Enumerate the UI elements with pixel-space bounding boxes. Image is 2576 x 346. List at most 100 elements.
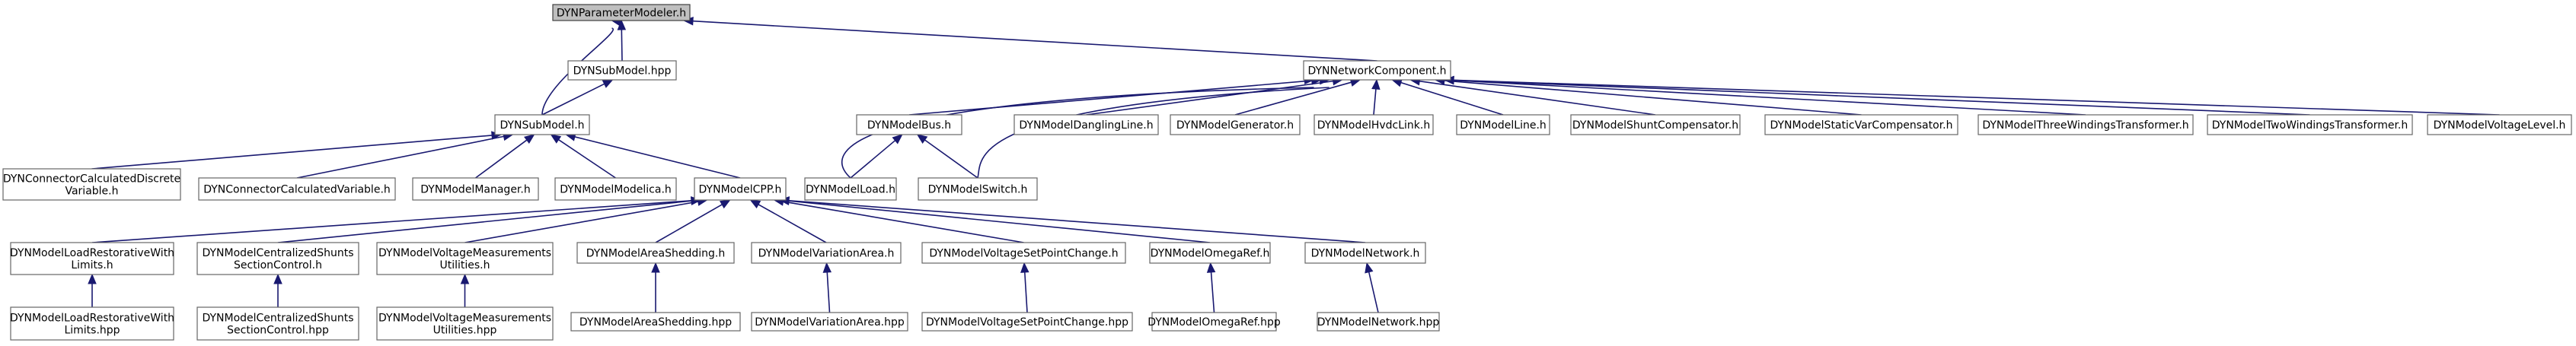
node-box xyxy=(376,242,554,275)
edge-areaShedH-to-modelCPP xyxy=(655,199,731,243)
node-voltSetHpp[interactable]: DYNModelVoltageSetPointChange.hpp xyxy=(921,312,1133,332)
node-box xyxy=(856,114,962,135)
node-box xyxy=(1977,114,2194,135)
node-box xyxy=(576,242,735,264)
node-networkH[interactable]: DYNModelNetwork.h xyxy=(1304,242,1426,264)
node-shuntComp[interactable]: DYNModelShuntCompensator.h xyxy=(1570,114,1741,135)
node-label: DYNNetworkComponent.h xyxy=(1307,65,1446,78)
node-label: DYNModelNetwork.h xyxy=(1311,248,1420,260)
edge-loadRestH-to-modelCPP xyxy=(91,196,702,243)
node-subModelHpp[interactable]: DYNSubModel.hpp xyxy=(567,60,677,81)
node-box xyxy=(1317,312,1440,332)
node-box xyxy=(376,306,554,341)
node-box xyxy=(2427,114,2572,135)
node-label: DYNModelStaticVarCompensator.h xyxy=(1770,119,1952,132)
node-label: Variable.h xyxy=(65,186,118,198)
node-box xyxy=(1456,114,1550,135)
node-centralH[interactable]: DYNModelCentralizedShuntsSectionControl.… xyxy=(196,242,359,275)
node-box xyxy=(10,242,174,275)
node-label: Limits.hpp xyxy=(64,325,120,337)
node-areaShedH[interactable]: DYNModelAreaShedding.h xyxy=(576,242,735,264)
edge-modelLoad-to-modelBus xyxy=(850,134,903,179)
node-label: DYNModelLoadRestorativeWith xyxy=(10,247,174,259)
edge-connCalc-to-subModelH xyxy=(296,132,514,179)
node-voltSetH[interactable]: DYNModelVoltageSetPointChange.h xyxy=(921,242,1126,264)
arrowhead xyxy=(822,262,832,273)
node-label: SectionControl.h xyxy=(234,259,322,271)
node-box xyxy=(567,60,677,81)
node-networkHpp[interactable]: DYNModelNetwork.hpp xyxy=(1317,312,1440,332)
node-staticVar[interactable]: DYNModelStaticVarCompensator.h xyxy=(1764,114,1958,135)
node-areaShedHpp[interactable]: DYNModelAreaShedding.hpp xyxy=(570,312,741,332)
node-connCalc[interactable]: DYNConnectorCalculatedVariable.h xyxy=(198,177,396,201)
node-generator[interactable]: DYNModelGenerator.h xyxy=(1170,114,1301,135)
node-line[interactable]: DYNModelLine.h xyxy=(1456,114,1550,135)
arrowhead xyxy=(460,273,470,284)
node-box xyxy=(1764,114,1958,135)
node-box xyxy=(1570,114,1741,135)
node-omegaHpp[interactable]: DYNModelOmegaRef.hpp xyxy=(1148,312,1281,332)
node-modelCPP[interactable]: DYNModelCPP.h xyxy=(694,177,787,201)
node-box xyxy=(1170,114,1301,135)
node-box xyxy=(552,4,691,21)
arrowhead xyxy=(892,134,903,144)
node-modelManager[interactable]: DYNModelManager.h xyxy=(412,177,539,201)
node-box xyxy=(570,312,741,332)
node-label: DYNModelOmegaRef.hpp xyxy=(1148,316,1281,329)
node-voltageLevel[interactable]: DYNModelVoltageLevel.h xyxy=(2427,114,2572,135)
node-label: DYNModelShuntCompensator.h xyxy=(1572,119,1738,132)
arrowhead xyxy=(1020,262,1029,273)
edge-hvdcLink-to-networkComponent xyxy=(1371,78,1381,116)
node-hvdcLink[interactable]: DYNModelHvdcLink.h xyxy=(1314,114,1434,135)
node-label: DYNConnectorCalculatedVariable.h xyxy=(203,184,391,196)
node-label: DYNModelAreaShedding.hpp xyxy=(579,316,732,329)
edge-modelCPP-to-subModelH xyxy=(564,132,741,179)
node-label: DYNParameterModeler.h xyxy=(557,8,686,20)
node-modelModelica[interactable]: DYNModelModelica.h xyxy=(554,177,677,201)
node-twoWind[interactable]: DYNModelTwoWindingsTransformer.h xyxy=(2207,114,2413,135)
node-label: DYNModelLoadRestorativeWith xyxy=(10,313,174,325)
edge-loadRestHpp-to-loadRestH xyxy=(88,273,97,307)
edge-networkComponent-to-paramModeler xyxy=(682,16,1377,62)
node-subModelH[interactable]: DYNSubModel.h xyxy=(494,114,590,135)
node-paramModeler[interactable]: DYNParameterModeler.h xyxy=(552,4,691,21)
node-varAreaH[interactable]: DYNModelVariationArea.h xyxy=(751,242,902,264)
node-label: DYNModelAreaShedding.h xyxy=(586,248,725,260)
node-threeWind[interactable]: DYNModelThreeWindingsTransformer.h xyxy=(1977,114,2194,135)
node-varAreaHpp[interactable]: DYNModelVariationArea.hpp xyxy=(751,312,908,332)
node-label: DYNModelVoltageMeasurements xyxy=(378,313,551,325)
edge-modelManager-to-subModelH xyxy=(475,134,535,179)
node-label: DYNModelLine.h xyxy=(1460,119,1547,132)
node-danglingLine[interactable]: DYNModelDanglingLine.h xyxy=(1013,114,1159,135)
node-label: DYNModelHvdcLink.h xyxy=(1317,119,1430,132)
node-label: Utilities.h xyxy=(439,259,490,271)
node-label: DYNModelManager.h xyxy=(420,184,530,196)
node-label: DYNModelCentralizedShunts xyxy=(202,313,353,325)
node-networkComponent[interactable]: DYNNetworkComponent.h xyxy=(1303,60,1451,81)
edges-layer xyxy=(88,16,2500,313)
node-box xyxy=(804,177,897,201)
node-box xyxy=(1303,60,1451,81)
edge-subModelH-to-subModelHpp xyxy=(541,79,614,116)
node-modelLoad[interactable]: DYNModelLoad.h xyxy=(804,177,897,201)
node-centralHpp[interactable]: DYNModelCentralizedShuntsSectionControl.… xyxy=(196,306,359,341)
node-label: DYNModelThreeWindingsTransformer.h xyxy=(1982,119,2188,132)
node-label: DYNModelVariationArea.h xyxy=(758,248,895,260)
node-omegaH[interactable]: DYNModelOmegaRef.h xyxy=(1149,242,1271,264)
node-label: DYNModelVariationArea.hpp xyxy=(755,316,905,329)
node-label: DYNModelBus.h xyxy=(867,119,951,132)
node-modelSwitch[interactable]: DYNModelSwitch.h xyxy=(918,177,1038,201)
edge-omegaHpp-to-omegaH xyxy=(1206,262,1216,313)
node-box xyxy=(1151,312,1277,332)
node-box xyxy=(918,177,1038,201)
node-label: DYNModelModelica.h xyxy=(560,184,672,196)
node-modelBus[interactable]: DYNModelBus.h xyxy=(856,114,962,135)
edge-connCalcDiscrete-to-subModelH xyxy=(91,131,503,170)
node-box xyxy=(921,312,1133,332)
